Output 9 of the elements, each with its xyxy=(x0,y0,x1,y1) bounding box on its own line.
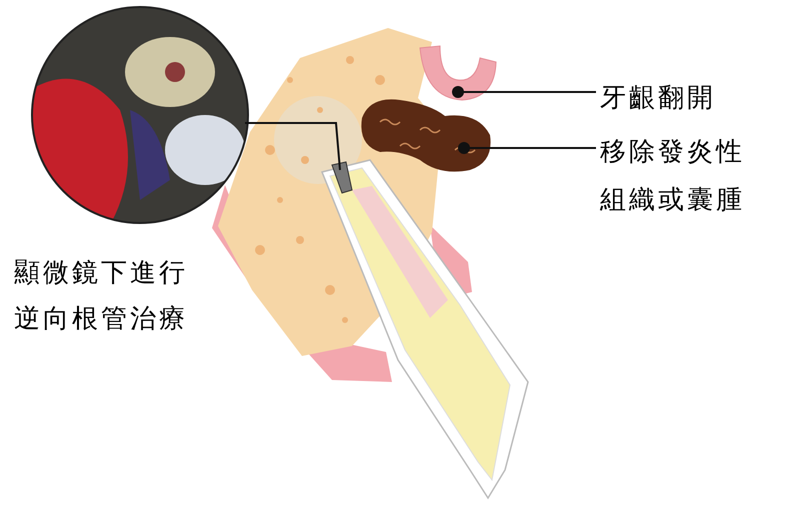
label-text: 牙齦翻開 xyxy=(600,74,750,122)
leader-line xyxy=(245,122,341,170)
inflamed-tissue-drawing xyxy=(361,99,491,172)
label-text: 移除發炎性組織或囊腫 xyxy=(600,128,752,224)
leader-line xyxy=(452,86,596,98)
instrument-tip-drawing xyxy=(331,161,353,194)
leader-line xyxy=(458,142,596,154)
gum-flap-drawing xyxy=(420,46,496,100)
caption-text: 顯微鏡下進行逆向根管治療 xyxy=(14,257,189,336)
